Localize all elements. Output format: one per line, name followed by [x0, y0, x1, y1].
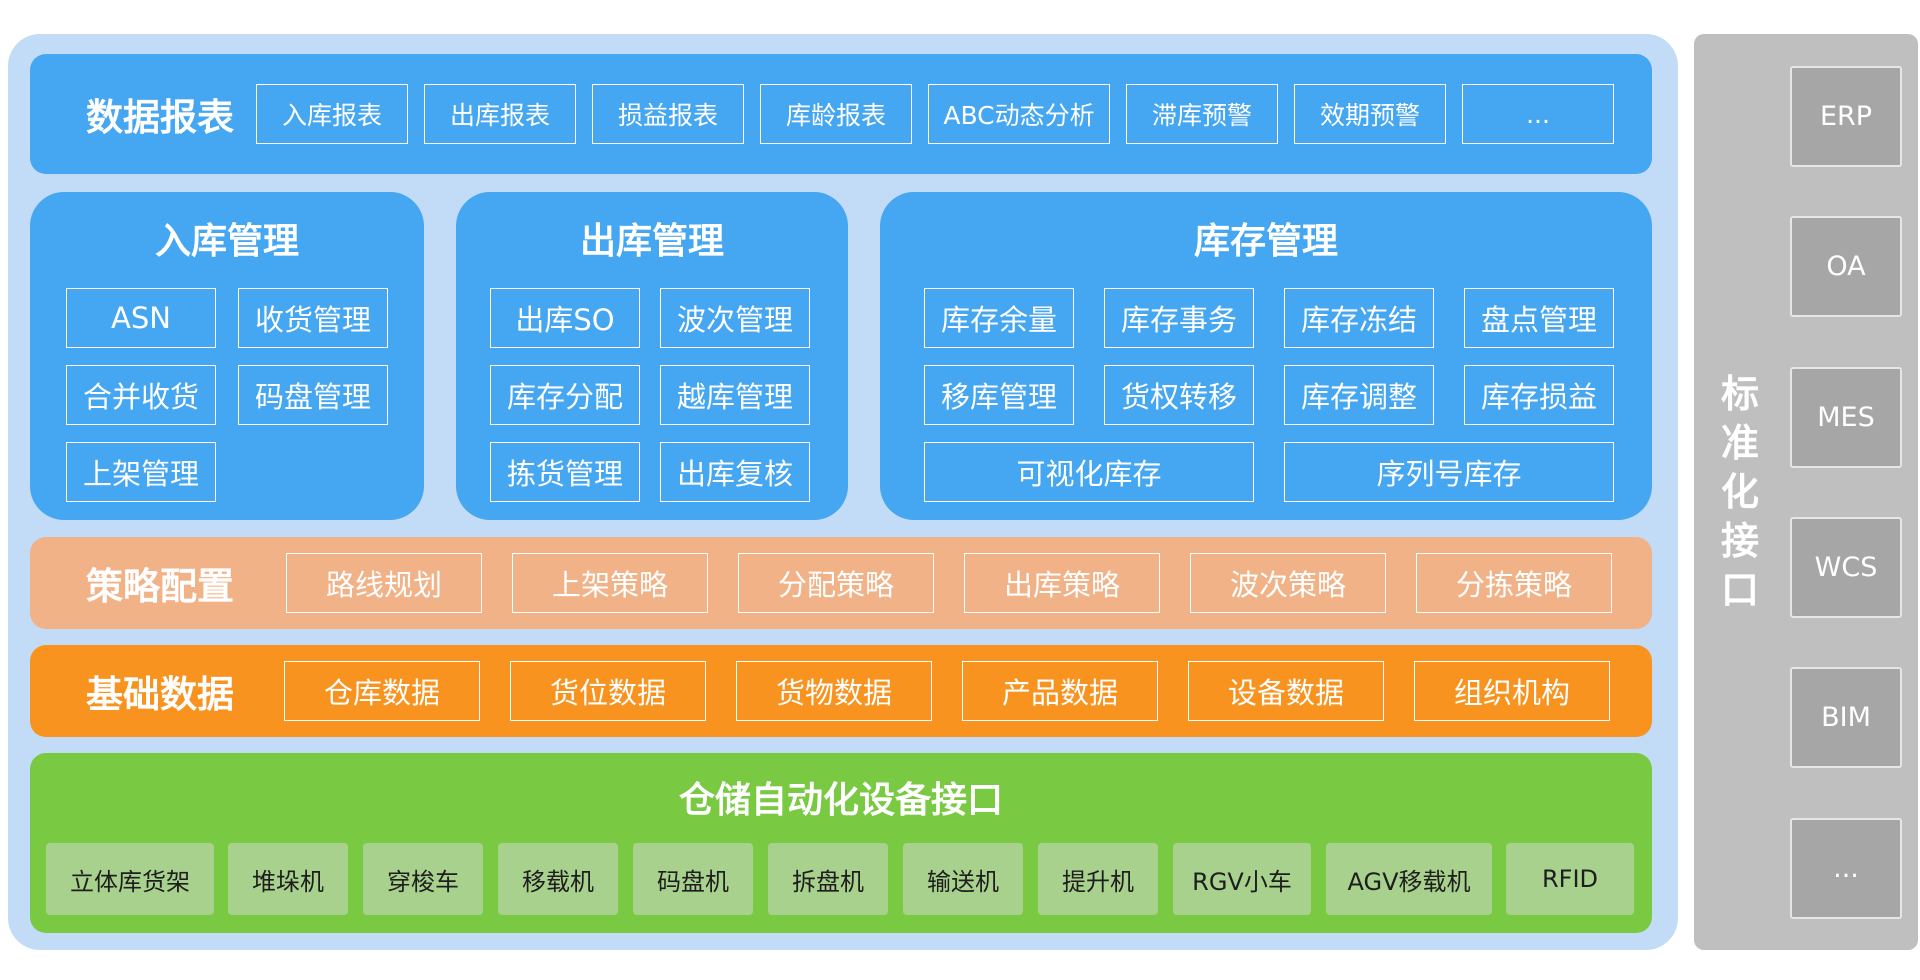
- inbound-item[interactable]: 码盘管理: [238, 365, 388, 425]
- report-item[interactable]: 滞库预警: [1126, 84, 1278, 144]
- inbound-item[interactable]: ASN: [66, 288, 216, 348]
- inventory-item[interactable]: 移库管理: [924, 365, 1074, 425]
- inventory-title: 库存管理: [1193, 221, 1338, 262]
- inventory-wide-item[interactable]: 可视化库存: [924, 442, 1254, 502]
- report-item[interactable]: 入库报表: [256, 84, 408, 144]
- base-data-item[interactable]: 产品数据: [962, 661, 1158, 721]
- report-item[interactable]: 效期预警: [1294, 84, 1446, 144]
- device-item[interactable]: 移载机: [498, 843, 618, 915]
- inventory-item[interactable]: 库存事务: [1104, 288, 1254, 348]
- device-item[interactable]: 拆盘机: [768, 843, 888, 915]
- strategy-item[interactable]: 出库策略: [964, 553, 1160, 613]
- report-item[interactable]: 损益报表: [592, 84, 744, 144]
- inbound-panel: [30, 192, 424, 520]
- device-item[interactable]: AGV移载机: [1326, 843, 1492, 915]
- inventory-item[interactable]: 库存冻结: [1284, 288, 1434, 348]
- inventory-wide-item[interactable]: 序列号库存: [1284, 442, 1614, 502]
- base-data-item[interactable]: 货物数据: [736, 661, 932, 721]
- base-data-band: [30, 645, 1652, 737]
- device-item[interactable]: RFID: [1506, 843, 1634, 915]
- interface-item-wcs[interactable]: WCS: [1790, 517, 1902, 618]
- interface-item-mes[interactable]: MES: [1790, 367, 1902, 468]
- data-reports-band: [30, 54, 1652, 174]
- inbound-item[interactable]: 收货管理: [238, 288, 388, 348]
- inventory-item[interactable]: 库存调整: [1284, 365, 1434, 425]
- inventory-item[interactable]: 库存余量: [924, 288, 1074, 348]
- strategy-item[interactable]: 分配策略: [738, 553, 934, 613]
- strategy-item[interactable]: 分拣策略: [1416, 553, 1612, 613]
- report-item[interactable]: 出库报表: [424, 84, 576, 144]
- interface-item-oa[interactable]: OA: [1790, 216, 1902, 317]
- inbound-item[interactable]: 上架管理: [66, 442, 216, 502]
- device-item[interactable]: 输送机: [903, 843, 1023, 915]
- outbound-item[interactable]: 拣货管理: [490, 442, 640, 502]
- outbound-item[interactable]: 波次管理: [660, 288, 810, 348]
- strategy-item[interactable]: 波次策略: [1190, 553, 1386, 613]
- base-data-item[interactable]: 仓库数据: [284, 661, 480, 721]
- base-data-item[interactable]: 设备数据: [1188, 661, 1384, 721]
- strategy-title: 策略配置: [86, 565, 234, 608]
- report-item-more[interactable]: ...: [1462, 84, 1614, 144]
- interface-item-bim[interactable]: BIM: [1790, 667, 1902, 768]
- inventory-panel: [880, 192, 1652, 520]
- automation-title: 仓储自动化设备接口: [678, 780, 1003, 821]
- inbound-title: 入库管理: [154, 221, 299, 262]
- standard-interface-title: 标准化接口: [1720, 372, 1759, 612]
- device-item[interactable]: 穿梭车: [363, 843, 483, 915]
- outbound-item[interactable]: 出库SO: [490, 288, 640, 348]
- device-item[interactable]: 码盘机: [633, 843, 753, 915]
- device-item[interactable]: RGV小车: [1173, 843, 1311, 915]
- standard-interface-bar: [1694, 34, 1918, 950]
- outbound-panel: [456, 192, 848, 520]
- outbound-title: 出库管理: [579, 221, 724, 262]
- inbound-item[interactable]: 合并收货: [66, 365, 216, 425]
- report-item[interactable]: ABC动态分析: [928, 84, 1110, 144]
- outbound-item[interactable]: 出库复核: [660, 442, 810, 502]
- strategy-band: [30, 537, 1652, 629]
- inventory-item[interactable]: 盘点管理: [1464, 288, 1614, 348]
- interface-item-erp[interactable]: ERP: [1790, 66, 1902, 167]
- base-data-item[interactable]: 货位数据: [510, 661, 706, 721]
- device-item[interactable]: 立体库货架: [46, 843, 214, 915]
- base-data-item[interactable]: 组织机构: [1414, 661, 1610, 721]
- strategy-item[interactable]: 路线规划: [286, 553, 482, 613]
- strategy-item[interactable]: 上架策略: [512, 553, 708, 613]
- outbound-item[interactable]: 库存分配: [490, 365, 640, 425]
- outbound-item[interactable]: 越库管理: [660, 365, 810, 425]
- device-item[interactable]: 提升机: [1038, 843, 1158, 915]
- report-item[interactable]: 库龄报表: [760, 84, 912, 144]
- inventory-item[interactable]: 库存损益: [1464, 365, 1614, 425]
- data-reports-title: 数据报表: [86, 96, 234, 139]
- base-data-title: 基础数据: [86, 673, 234, 716]
- device-item[interactable]: 堆垛机: [228, 843, 348, 915]
- inventory-item[interactable]: 货权转移: [1104, 365, 1254, 425]
- interface-item-more[interactable]: ...: [1790, 818, 1902, 919]
